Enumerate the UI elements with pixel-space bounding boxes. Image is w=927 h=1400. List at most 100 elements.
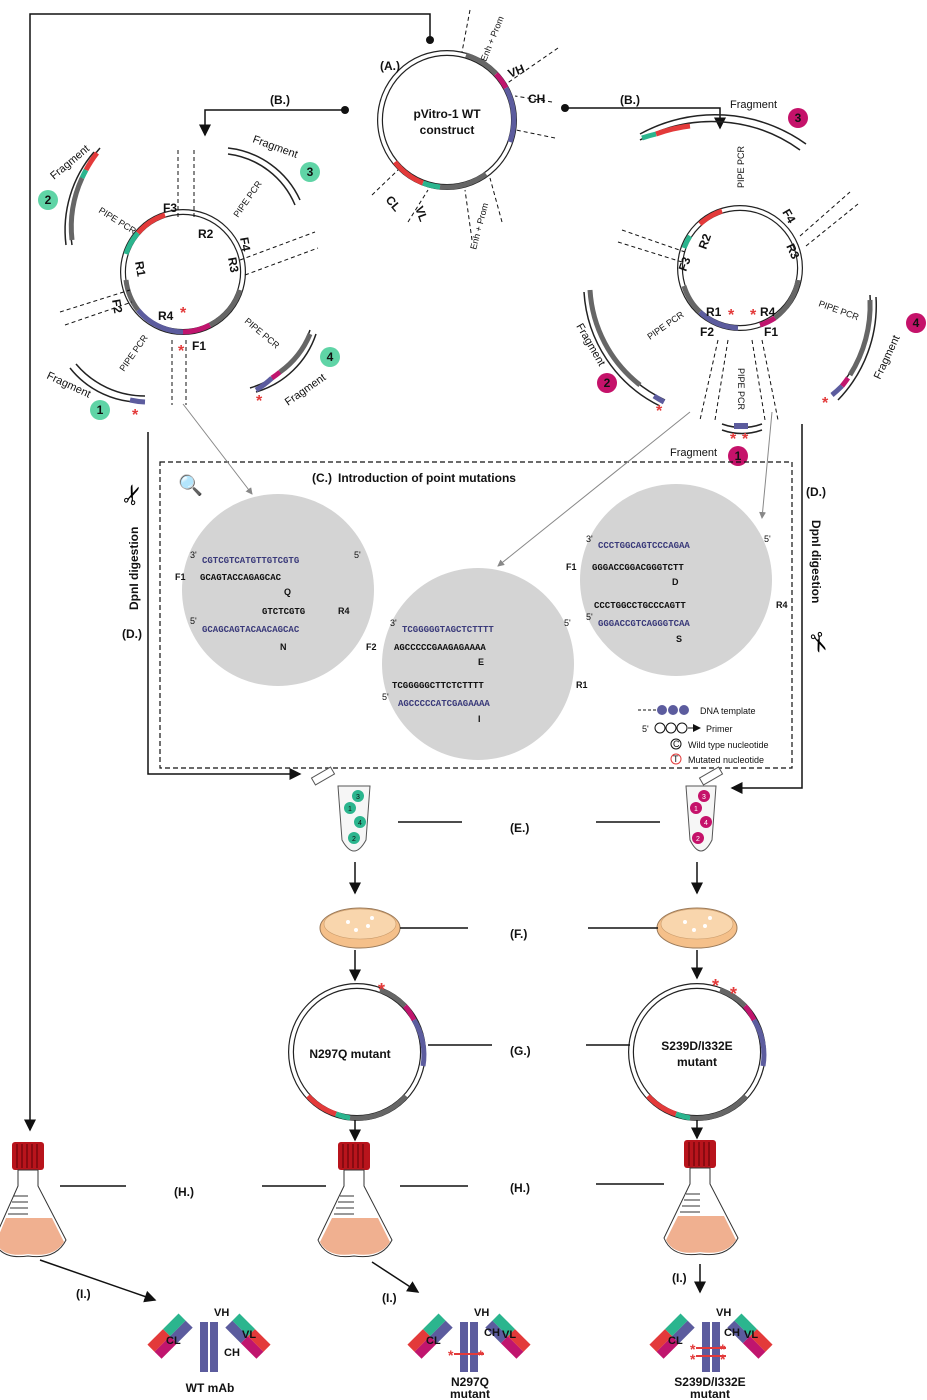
svg-text:5': 5'	[564, 618, 571, 628]
step-b-right-label: (B.)	[620, 93, 640, 107]
svg-text:*: *	[720, 1341, 726, 1357]
right-fragments: Fragment 3 * Fragment 2 * Fragment 4 * *…	[573, 99, 926, 466]
ab-wt-vl: VL	[242, 1329, 256, 1341]
step-i-mid-label: (I.)	[382, 1291, 397, 1305]
svg-text:5': 5'	[190, 616, 197, 626]
fragment-label-r4: Fragment	[872, 334, 903, 382]
wt-construct-plasmid: pVitro-1 WT construct Enh + Prom VH CH C…	[371, 9, 559, 251]
mutant-left-label: N297Q mutant	[309, 1047, 390, 1061]
step-f-row: (F.)	[400, 927, 658, 941]
svg-text:*: *	[730, 984, 737, 1004]
svg-text:*: *	[180, 305, 187, 322]
c1-primer-r4: GTCTCGTG	[262, 607, 305, 617]
antibody-s239d: * * * * VH VL CL CH S239D/I332E mutant	[649, 1307, 773, 1400]
flask-wt	[0, 1142, 67, 1258]
svg-text:*: *	[132, 407, 139, 424]
scissors-right-icon: ✂	[801, 627, 837, 658]
legend-mut: Mutated nucleotide	[688, 755, 764, 765]
dpni-left-label: DpnI digestion	[127, 527, 141, 610]
svg-text:5': 5'	[586, 612, 593, 622]
legend-wt: Wild type nucleotide	[688, 740, 769, 750]
tube-right: 3 1 4 2	[685, 766, 724, 852]
flask-s239d	[663, 1140, 739, 1256]
ab-wt-cl: CL	[166, 1335, 181, 1347]
primer-f2: F2	[109, 298, 125, 315]
svg-text:*: *	[690, 1351, 696, 1367]
fragment-num-l3: 3	[307, 165, 314, 179]
primer-f2-r: F2	[700, 325, 714, 339]
tube-right-4: 2	[696, 836, 700, 843]
c1-aa-q: Q	[284, 587, 291, 597]
pcr-right-2: PIPE PCR	[817, 298, 860, 322]
svg-text:*: *	[478, 1347, 484, 1363]
step-a-label: (A.)	[380, 59, 400, 73]
enh-prom-bottom: Enh + Prom	[468, 202, 490, 251]
left-fragments: Fragment 2 Fragment 3 * Fragment 4 * Fra…	[38, 134, 340, 424]
primer-f1: F1	[192, 339, 206, 353]
c2-primer-r1: TCGGGGGCTTCTCTTTT	[392, 681, 484, 691]
step-h-left-label: (H.)	[174, 1185, 194, 1199]
ab-wt-ch: CH	[224, 1347, 240, 1359]
c1-template-bottom: GCAGCAGTACAACAGCAC	[202, 625, 300, 635]
legend-primer: Primer	[706, 724, 733, 734]
fragment-num-l2: 2	[45, 193, 52, 207]
c1-primer-f1: GCAGTACCAGAGCAC	[200, 573, 282, 583]
tube-right-3: 4	[704, 820, 708, 827]
svg-text:*: *	[378, 980, 385, 1000]
svg-text:3': 3'	[390, 618, 397, 628]
tube-left-2: 1	[348, 806, 352, 813]
step-e-row: (E.)	[398, 821, 660, 835]
pcr-left-2: PIPE PCR	[231, 179, 264, 220]
pcr-left-3: PIPE PCR	[243, 316, 282, 351]
primer-r3-r: R3	[783, 241, 802, 261]
svg-text:3': 3'	[190, 550, 197, 560]
tube-left: 3 1 4 2	[310, 766, 371, 852]
pcr-right-4: PIPE PCR	[736, 368, 746, 411]
c3-f1-label: F1	[566, 562, 577, 572]
mutant-right-label-2: mutant	[677, 1055, 717, 1069]
step-f-label: (F.)	[510, 927, 527, 941]
dpni-right-label: DpnI digestion	[809, 520, 823, 603]
zoom-circle-s239d: 3' CCCTGGCAGTCCCAGAA 5' F1 GGGACCGGACGGG…	[566, 484, 788, 676]
zoom-lines	[182, 403, 773, 567]
c3-template-bottom: GGGACCGTCAGGGTCAA	[598, 619, 690, 629]
c2-r1-label: R1	[576, 680, 588, 690]
primer-f3-r: F3	[676, 255, 694, 273]
step-h-right-label: (H.)	[510, 1181, 530, 1195]
svg-text:*: *	[720, 1351, 726, 1367]
svg-text:5': 5'	[642, 724, 649, 734]
zoom-circle-n297q: 3' CGTCGTCATGTTGTCGTG 5' F1 GCAGTACCAGAG…	[175, 494, 374, 686]
c1-template-top: CGTCGTCATGTTGTCGTG	[202, 556, 299, 566]
legend-mut-symbol: T	[673, 754, 679, 764]
primer-f3: F3	[163, 201, 177, 215]
c1-aa-n: N	[280, 642, 287, 652]
fragment-num-l1: 1	[97, 403, 104, 417]
fragment-label-r1: Fragment	[670, 447, 717, 459]
flask-n297q	[317, 1142, 393, 1258]
step-h-row: (H.) (H.)	[60, 1181, 664, 1199]
pcr-right-3: PIPE PCR	[645, 309, 686, 342]
fragment-num-r2: 2	[604, 376, 611, 390]
step-c-label: (C.)	[312, 471, 332, 485]
right-dpni-path: (D.) DpnI digestion ✂	[730, 424, 837, 794]
primer-r4-r: R4	[760, 305, 776, 319]
wt-path-line	[24, 13, 434, 1132]
svg-text:*: *	[730, 431, 737, 448]
n297q-label-1: N297Q	[451, 1375, 489, 1389]
ab-n297q-vh: VH	[474, 1307, 489, 1319]
fragment-num-r1: 1	[735, 449, 742, 463]
ab-n297q-cl: CL	[426, 1335, 441, 1347]
step-g-row: (G.)	[428, 1044, 630, 1058]
step-b-left-label: (B.)	[270, 93, 290, 107]
c3-r4-label: R4	[776, 600, 788, 610]
s239d-label-2: mutant	[690, 1387, 730, 1400]
tube-left-4: 2	[352, 836, 356, 843]
fragment-label-r3: Fragment	[730, 99, 777, 111]
fragment-label-l4: Fragment	[283, 372, 328, 409]
c1-r4-label: R4	[338, 606, 350, 616]
step-i-arrows: (I.) (I.) (I.)	[39, 1259, 706, 1305]
svg-text:*: *	[742, 431, 749, 448]
svg-text:*: *	[712, 976, 719, 996]
primer-r2-r: R2	[696, 232, 715, 252]
c3-primer-r4: CCCTGGCCTGCCCAGTT	[594, 601, 686, 611]
